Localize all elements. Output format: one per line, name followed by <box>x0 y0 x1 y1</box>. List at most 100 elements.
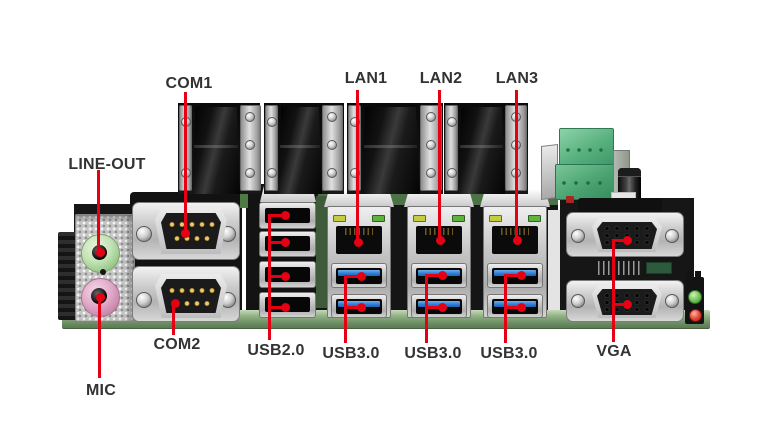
label-com2: COM2 <box>153 336 201 353</box>
module3-screw <box>426 168 436 178</box>
vga-mid-chip <box>646 262 672 274</box>
callout-dot-com2 <box>171 299 180 308</box>
leader-lan2 <box>438 90 441 241</box>
vga-plastic-top <box>578 198 662 214</box>
label-lan1: LAN1 <box>344 70 388 87</box>
leader-usb2-branch <box>268 306 284 309</box>
module2-screw <box>327 168 337 178</box>
vga-top-screw-right <box>665 229 679 243</box>
leader-vga-branch <box>612 239 626 242</box>
terminal-block-upper-holes <box>564 146 608 154</box>
vga-top-screw-left <box>571 229 585 243</box>
module1-screw <box>245 168 255 178</box>
panel-screw-hole <box>100 269 106 275</box>
module3-screw <box>426 112 436 122</box>
module1-screw <box>245 140 255 150</box>
red-component <box>566 196 574 203</box>
callout-dot-usb2 <box>281 303 290 312</box>
leader-vga-trunk <box>612 239 615 342</box>
leader-com1 <box>184 92 187 234</box>
module1-block <box>192 107 240 194</box>
leader-mic <box>98 297 101 378</box>
usb3-port-3a-tongue <box>494 270 536 276</box>
red-led <box>689 309 702 322</box>
com1-pins-row1 <box>167 221 217 228</box>
com2-screw-left <box>136 292 152 308</box>
callout-dot-lan2 <box>436 236 445 245</box>
leader-usb3-3-branch <box>504 274 520 277</box>
vga-bottom-screw-left <box>571 294 585 308</box>
module1-screw <box>245 112 255 122</box>
module2-screw <box>267 168 277 178</box>
leader-usb2-branch <box>268 214 284 217</box>
callout-dot-usb3-2 <box>438 271 447 280</box>
terminal-block-lower-holes <box>560 179 610 187</box>
leader-vga-branch <box>612 303 626 306</box>
callout-dot-usb2 <box>281 272 290 281</box>
com1-pins-row2 <box>172 235 213 242</box>
capacitor-top <box>618 168 641 177</box>
lan1-led-link <box>372 215 385 222</box>
callout-dot-lan3 <box>513 236 522 245</box>
leader-usb3-1-branch <box>344 275 360 278</box>
label-vga: VGA <box>596 343 632 360</box>
label-usb3-1: USB3.0 <box>322 345 380 362</box>
callout-dot-usb3-1 <box>357 303 366 312</box>
com2-dsub-insert <box>161 279 221 313</box>
module3-screw <box>350 117 360 127</box>
usb3-port-3b-tongue <box>494 301 536 307</box>
pcb-glimpse-mid <box>316 196 327 308</box>
lan3-led-link <box>528 215 541 222</box>
leader-usb3-2-branch <box>425 274 441 277</box>
leader-usb3-1-branch <box>344 306 360 309</box>
label-lan2: LAN2 <box>419 70 463 87</box>
leader-usb3-3-branch <box>504 306 520 309</box>
label-usb2: USB2.0 <box>247 342 305 359</box>
leader-usb2-branch <box>268 275 284 278</box>
callout-dot-usb2 <box>281 211 290 220</box>
heatsink-ribs <box>58 232 78 320</box>
lan3-led-activity <box>489 215 502 222</box>
label-mic: MIC <box>86 382 116 399</box>
green-led <box>688 290 702 304</box>
callout-dot-vga <box>623 236 632 245</box>
callout-dot-mic <box>96 293 105 302</box>
module4-screw <box>447 168 457 178</box>
module2-block <box>278 107 322 194</box>
module3-block <box>361 107 420 194</box>
callout-dot-com1 <box>181 229 190 238</box>
leader-lan1 <box>356 90 359 243</box>
label-lan3: LAN3 <box>495 70 539 87</box>
vga-bottom-screw-right <box>665 294 679 308</box>
module4-screw <box>447 117 457 127</box>
leader-line-out <box>97 170 100 252</box>
vga-mid-pins <box>598 261 642 275</box>
leader-usb3-2-branch <box>425 306 441 309</box>
pcb-glimpse-left <box>240 186 248 208</box>
com1-screw-left <box>136 226 152 242</box>
label-com1: COM1 <box>165 75 213 92</box>
com1-dsub-insert <box>161 213 221 249</box>
com2-pins-row1 <box>167 287 217 294</box>
module2-screw <box>327 140 337 150</box>
leader-com2 <box>172 303 175 335</box>
com2-pins-row2 <box>172 300 213 307</box>
callout-dot-usb3-3 <box>517 303 526 312</box>
callout-dot-usb2 <box>281 238 290 247</box>
lan1-led-activity <box>333 215 346 222</box>
lan2-led-activity <box>413 215 426 222</box>
lan2-led-link <box>452 215 465 222</box>
callout-dot-vga <box>623 300 632 309</box>
callout-dot-line-out <box>96 248 105 257</box>
module4-block <box>458 107 505 194</box>
leader-usb3-1-trunk <box>344 275 347 343</box>
callout-dot-usb3-3 <box>517 271 526 280</box>
led-holder-notch <box>695 271 701 278</box>
callout-dot-lan1 <box>354 238 363 247</box>
label-line-out: LINE-OUT <box>68 156 146 173</box>
module2-screw <box>327 112 337 122</box>
leader-usb2-branch <box>268 241 284 244</box>
module3-screw <box>426 140 436 150</box>
callout-dot-usb3-2 <box>438 303 447 312</box>
